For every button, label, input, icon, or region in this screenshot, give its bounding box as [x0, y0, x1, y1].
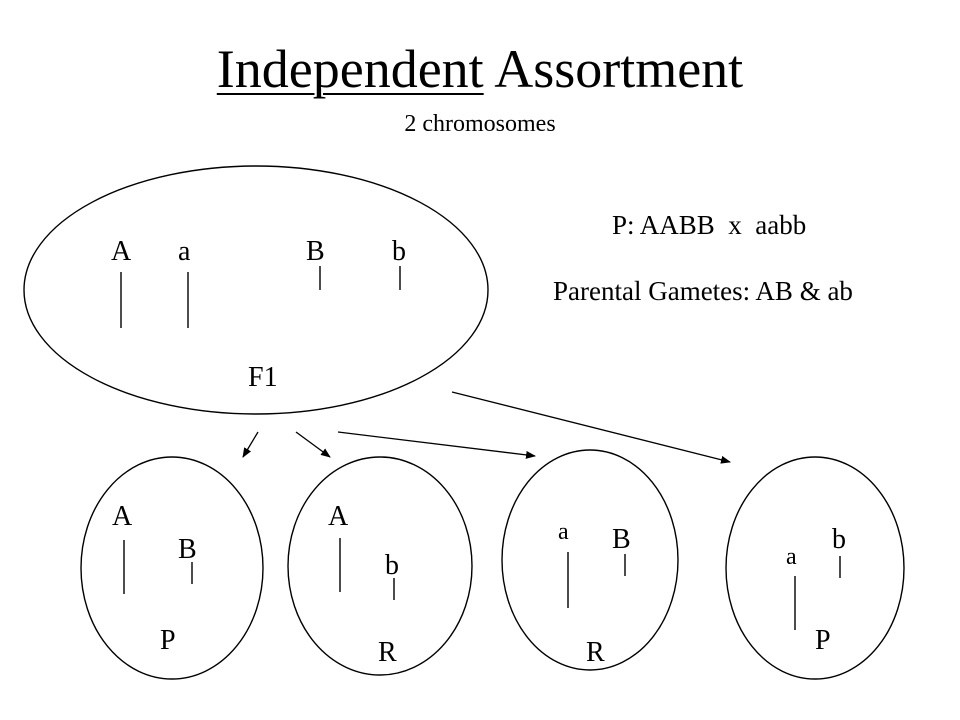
title-rest: Assortment	[494, 39, 744, 99]
arrow-to-gamete-1	[242, 431, 259, 458]
gamete-2-type: R	[378, 637, 397, 668]
f1-label: F1	[248, 362, 278, 393]
arrow-to-gamete-4	[451, 391, 731, 464]
page-title: Independent Assortment	[0, 42, 960, 96]
gamete-3-type: R	[586, 637, 605, 668]
gamete-1-allele-2: B	[178, 534, 197, 565]
title-underlined-word: Independent	[216, 39, 484, 99]
gamete-cell-3	[501, 449, 679, 671]
f1-allele-a: a	[178, 236, 191, 267]
gamete-4-allele-2: b	[832, 524, 846, 555]
gamete-cell-4	[725, 456, 905, 680]
gamete-cell-1	[80, 456, 264, 680]
gamete-3-allele-2: B	[612, 524, 631, 555]
gamete-2-allele-2: b	[385, 550, 399, 581]
gamete-1-allele-1: A	[112, 501, 133, 532]
f1-allele-B: B	[306, 236, 325, 267]
page-subtitle: 2 chromosomes	[404, 111, 556, 137]
gamete-4-allele-1: a	[786, 544, 797, 570]
arrow-to-gamete-2	[295, 431, 331, 458]
gamete-1-type: P	[160, 625, 176, 656]
gamete-4-type: P	[815, 625, 831, 656]
f1-allele-b: b	[392, 236, 406, 267]
parental-gametes-text: Parental Gametes: AB & ab	[553, 276, 853, 306]
f1-cell	[23, 165, 489, 415]
gamete-2-allele-1: A	[328, 501, 349, 532]
gamete-3-allele-1: a	[558, 519, 569, 545]
parent-cross-text: P: AABB x aabb	[612, 210, 807, 240]
gamete-cell-2	[287, 456, 473, 676]
arrow-to-gamete-3	[337, 431, 536, 459]
f1-allele-A: A	[111, 236, 132, 267]
